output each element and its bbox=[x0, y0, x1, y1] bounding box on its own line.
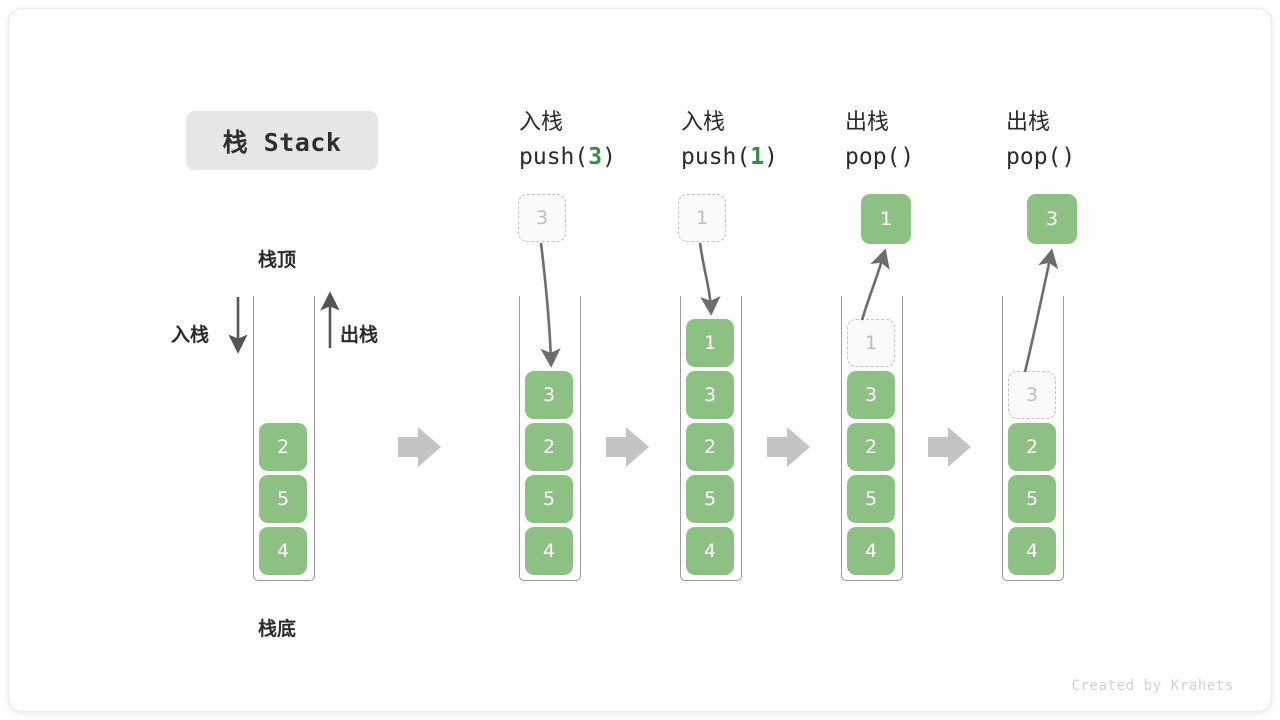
step-op-code: pop() bbox=[1006, 140, 1075, 174]
stack-container-pop-1 bbox=[841, 296, 903, 581]
popped-element: 1 bbox=[861, 194, 911, 244]
floating-element-ghost: 1 bbox=[678, 194, 726, 242]
stack-cell: 4 bbox=[1008, 527, 1056, 575]
credit-footer: Created by Krahets bbox=[1071, 678, 1234, 694]
code-prefix: pop( bbox=[845, 144, 901, 170]
code-prefix: push( bbox=[519, 144, 589, 170]
stack-cell-removed: 3 bbox=[1008, 371, 1056, 419]
stack-container-pop-3 bbox=[1002, 296, 1064, 581]
stack-container-push-1 bbox=[680, 296, 742, 581]
stack-cell: 2 bbox=[686, 423, 734, 471]
stack-cell: 5 bbox=[847, 475, 895, 523]
stack-cell: 3 bbox=[525, 371, 573, 419]
diagram-title: 栈 Stack bbox=[186, 111, 378, 170]
step-op-code: pop() bbox=[845, 140, 914, 174]
stack-cell: 2 bbox=[847, 423, 895, 471]
push-direction-label: 入栈 bbox=[171, 324, 210, 346]
stack-cell: 3 bbox=[686, 371, 734, 419]
stack-cell: 4 bbox=[525, 527, 573, 575]
step-header-pop-1: 出栈 pop() bbox=[845, 106, 914, 174]
code-suffix: ) bbox=[602, 144, 616, 170]
step-header-push-3: 入栈 push(3) bbox=[519, 106, 616, 174]
code-prefix: pop( bbox=[1006, 144, 1062, 170]
code-prefix: push( bbox=[681, 144, 751, 170]
stack-cell: 2 bbox=[525, 423, 573, 471]
stack-top-label: 栈顶 bbox=[258, 249, 297, 271]
step-op-code: push(3) bbox=[519, 140, 616, 174]
step-op-name: 出栈 bbox=[845, 110, 890, 135]
stack-cell: 2 bbox=[259, 423, 307, 471]
step-op-code: push(1) bbox=[681, 140, 778, 174]
step-header-push-1: 入栈 push(1) bbox=[681, 106, 778, 174]
stack-cell: 4 bbox=[686, 527, 734, 575]
pop-direction-label: 出栈 bbox=[340, 324, 379, 346]
step-op-name: 出栈 bbox=[1006, 110, 1051, 135]
stack-cell: 4 bbox=[847, 527, 895, 575]
stack-cell-removed: 1 bbox=[847, 319, 895, 367]
popped-element: 3 bbox=[1027, 194, 1077, 244]
code-arg: 3 bbox=[588, 144, 603, 170]
stack-cell: 1 bbox=[686, 319, 734, 367]
stack-container-initial bbox=[253, 296, 315, 581]
step-op-name: 入栈 bbox=[519, 110, 564, 135]
stack-cell: 4 bbox=[259, 527, 307, 575]
stack-cell: 2 bbox=[1008, 423, 1056, 471]
stack-cell: 3 bbox=[847, 371, 895, 419]
code-suffix: ) bbox=[764, 144, 778, 170]
stack-cell: 5 bbox=[525, 475, 573, 523]
floating-element-ghost: 3 bbox=[518, 194, 566, 242]
step-header-pop-3: 出栈 pop() bbox=[1006, 106, 1075, 174]
code-suffix: ) bbox=[900, 144, 915, 170]
stack-cell: 5 bbox=[686, 475, 734, 523]
code-suffix: ) bbox=[1061, 144, 1076, 170]
stack-container-push-3 bbox=[519, 296, 581, 581]
stack-bottom-label: 栈底 bbox=[258, 618, 297, 640]
step-op-name: 入栈 bbox=[681, 110, 726, 135]
stack-cell: 5 bbox=[1008, 475, 1056, 523]
stack-cell: 5 bbox=[259, 475, 307, 523]
code-arg: 1 bbox=[750, 144, 765, 170]
